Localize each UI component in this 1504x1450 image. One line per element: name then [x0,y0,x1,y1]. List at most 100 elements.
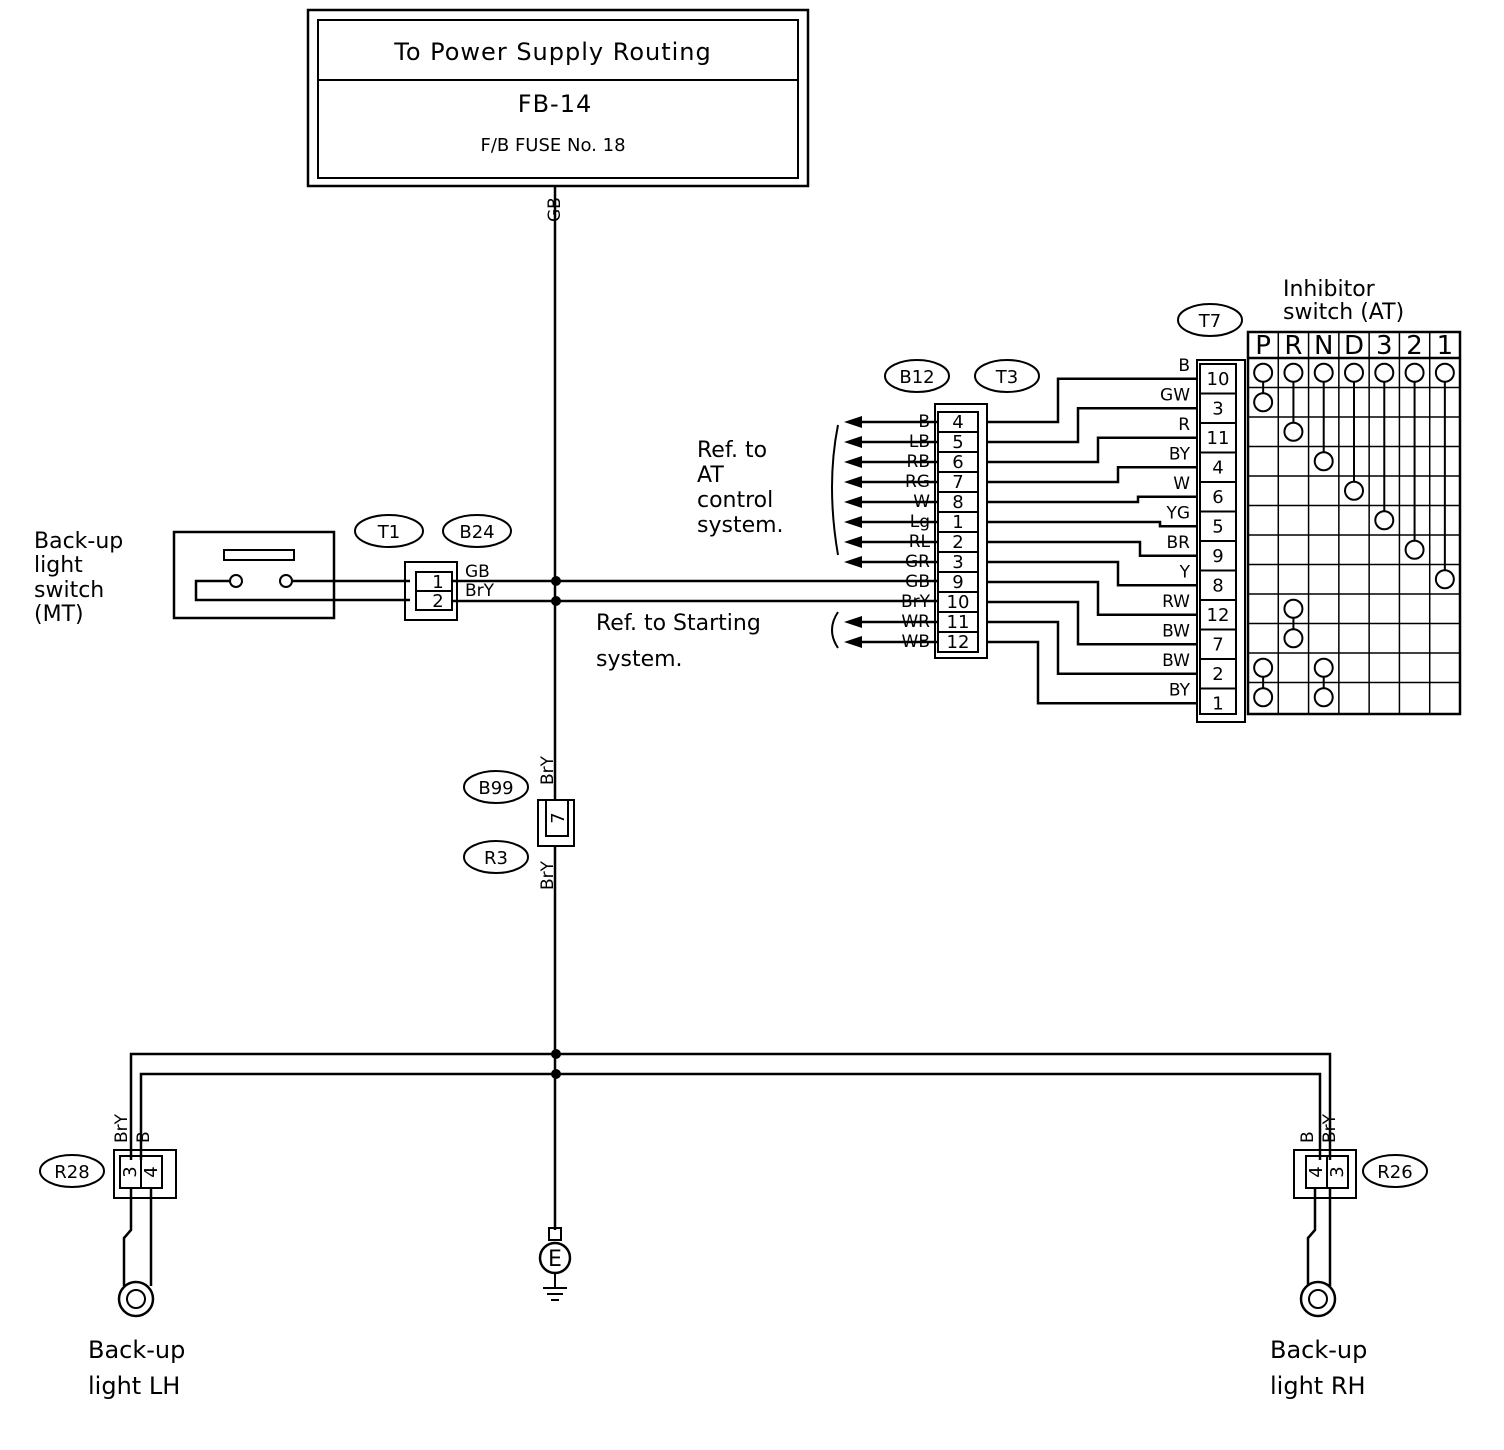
arrow-icon [844,516,862,528]
t7-pin: 5 [1212,517,1223,538]
b12-pin: 9 [952,572,963,593]
svg-text:light RH: light RH [1270,1372,1366,1400]
t7-wire-label: Y [1179,563,1191,583]
bulb-rh [1299,1280,1337,1318]
svg-text:4: 4 [141,1166,162,1177]
svg-text:Back-up: Back-up [1270,1336,1367,1364]
svg-text:2: 2 [432,591,443,612]
svg-text:T1: T1 [377,522,400,543]
svg-text:GB: GB [465,562,490,582]
contact-circle [1283,628,1304,649]
connector-r26: R26 4 3 B BrY [1293,1113,1428,1199]
t7-wire-label: W [1173,474,1190,494]
t7-wire-label: BR [1167,533,1191,553]
contact-circle [1374,362,1395,383]
tag-b24: B24 [442,514,512,548]
tag-b99: B99 [463,770,529,804]
inhibitor-position-label: R [1284,331,1302,361]
arrow-icon [844,616,862,628]
svg-text:Back-up: Back-up [88,1336,185,1364]
svg-text:B: B [134,1131,154,1143]
b12-pin: 1 [952,512,963,533]
wire-label-gb-top: GB [545,197,565,222]
contact-circle [1253,687,1274,708]
t7-pin: 8 [1212,576,1223,597]
t7-wire-label: R [1178,415,1190,435]
b12-pin: 2 [952,532,963,553]
svg-text:system.: system. [697,513,784,538]
svg-text:T7: T7 [1198,311,1221,332]
t7-wire-label: BY [1169,681,1191,701]
arrow-icon [844,436,862,448]
svg-text:BrY: BrY [465,581,495,601]
b12-pin: 7 [952,472,963,493]
connector-b24: 1 2 GB BrY [404,561,495,621]
svg-text:B12: B12 [899,367,934,388]
svg-text:system.: system. [596,647,683,672]
backup-switch-label-2: light [34,553,83,578]
svg-text:Ref. to: Ref. to [697,438,767,463]
svg-text:AT: AT [697,463,724,488]
t7-wire-label: RW [1162,592,1190,612]
svg-text:B99: B99 [478,778,513,799]
contact-circle [1374,510,1395,531]
contact-circle [1404,539,1425,560]
contact-circle [1283,421,1304,442]
tag-t1: T1 [354,514,424,548]
b12-pin: 6 [952,452,963,473]
inhibitor-position-label: 1 [1437,331,1454,361]
svg-text:BrY: BrY [1320,1113,1340,1143]
arrow-icon [844,456,862,468]
svg-text:Inhibitor: Inhibitor [1283,277,1376,302]
b12-wire-label: BrY [901,592,931,612]
b12-pin: 11 [947,612,970,633]
b12-pin: 10 [947,592,970,613]
t7-wire-label: BW [1162,622,1190,642]
b12-pin: 8 [952,492,963,513]
inhibitor-position-label: P [1255,331,1271,361]
ground-symbol: E [538,1227,572,1301]
inhibitor-position-label: N [1314,331,1333,361]
contact-circle [1404,362,1425,383]
t7-wire-label: GW [1160,386,1190,406]
svg-text:E: E [548,1247,562,1272]
t7-wire-label: B [1178,356,1190,376]
svg-text:R28: R28 [54,1162,89,1183]
b12-wire-label: GB [905,572,930,592]
t7-pin: 10 [1207,369,1230,390]
svg-text:R3: R3 [484,848,508,869]
svg-text:light LH: light LH [88,1372,180,1400]
svg-text:3: 3 [1327,1166,1348,1177]
t7-pin: 11 [1207,428,1230,449]
t7-pin: 4 [1212,458,1223,479]
backup-switch-label-1: Back-up [34,529,123,554]
ref-at-text: Ref. to AT control system. [697,438,784,538]
tag-r3: R3 [463,840,529,874]
svg-text:T3: T3 [995,367,1018,388]
contact-circle [1313,451,1334,472]
svg-text:7: 7 [548,812,569,823]
wire-label-bry-down: BrY [538,860,558,890]
inhibitor-position-label: 2 [1406,331,1423,361]
power-supply-box: To Power Supply Routing FB-14 F/B FUSE N… [306,8,810,188]
svg-text:1: 1 [432,572,443,593]
contact-circle [1283,598,1304,619]
power-box-fuse-no: F/B FUSE No. 18 [480,135,625,156]
t7-wire-label: BY [1169,445,1191,465]
backup-light-switch-mt: Back-up light switch (MT) [34,529,410,627]
t7-pin: 9 [1212,546,1223,567]
svg-text:BrY: BrY [112,1113,132,1143]
b12-pin: 4 [952,412,963,433]
t7-pin: 3 [1212,399,1223,420]
svg-text:B: B [1298,1131,1318,1143]
contact-circle [1313,362,1334,383]
inhibitor-position-label: D [1344,331,1364,361]
arrow-icon [844,496,862,508]
svg-text:B24: B24 [459,522,494,543]
bulb-lh [117,1280,155,1318]
contact-circle [1253,657,1274,678]
